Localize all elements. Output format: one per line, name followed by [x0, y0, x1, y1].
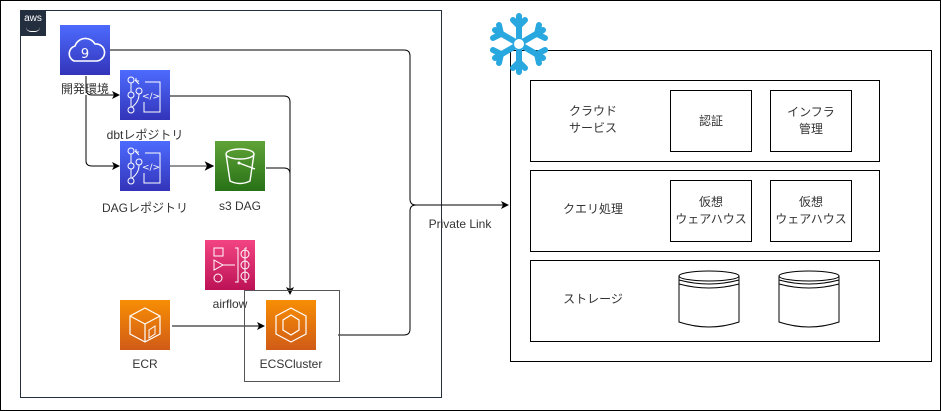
s3-dag-label: s3 DAG	[218, 199, 261, 213]
edge-dev-to-privatelink	[110, 49, 417, 206]
airflow-label: airflow	[212, 297, 248, 311]
aws-logo: aws	[20, 10, 46, 36]
database-cylinder-icon	[778, 270, 840, 328]
ecs-icon[interactable]	[266, 300, 316, 350]
cloud9-icon[interactable]: 9	[60, 25, 110, 75]
snowflake-icon	[487, 12, 551, 76]
codecommit-icon[interactable]: </>	[120, 141, 170, 191]
s3-bucket-icon[interactable]	[215, 141, 265, 191]
edge-ecs-to-privatelink	[338, 204, 417, 336]
edge-s3-to-ecs	[266, 167, 291, 200]
database-cylinder-icon	[678, 270, 740, 328]
ecs-cluster-label: ECSCluster	[259, 357, 323, 371]
storage-label: ストレージ	[563, 292, 623, 306]
dag-repo-label: DAGレポジトリ	[101, 201, 188, 215]
ecs-cluster-group	[244, 290, 340, 382]
edge-dbt-to-ecs	[170, 95, 294, 295]
infra-management-box: インフラ 管理	[770, 90, 852, 152]
virtual-warehouse-box: 仮想 ウェアハウス	[670, 180, 752, 242]
virtual-warehouse-box: 仮想 ウェアハウス	[770, 180, 852, 242]
mwaa-airflow-icon[interactable]	[205, 240, 255, 290]
dev-env-label: 開発環境	[60, 82, 109, 96]
cloud-services-label: クラウド サービス	[568, 104, 617, 135]
dbt-repo-label: dbtレポジトリ	[106, 128, 184, 142]
svg-text:</>: </>	[142, 163, 160, 173]
query-processing-label: クエリ処理	[562, 202, 623, 216]
edge-dev-to-dag	[85, 95, 120, 170]
codecommit-icon[interactable]: </>	[120, 70, 170, 120]
aws-cloud-group	[20, 10, 442, 398]
private-link-label: Private Link	[428, 217, 492, 231]
ecr-label: ECR	[132, 357, 158, 371]
svg-text:9: 9	[81, 47, 89, 62]
snowflake-account-group	[510, 50, 932, 362]
edge-dev-to-dbt	[85, 76, 120, 99]
ecr-icon[interactable]	[120, 300, 170, 350]
auth-box: 認証	[670, 90, 752, 152]
svg-text:</>: </>	[142, 92, 160, 102]
